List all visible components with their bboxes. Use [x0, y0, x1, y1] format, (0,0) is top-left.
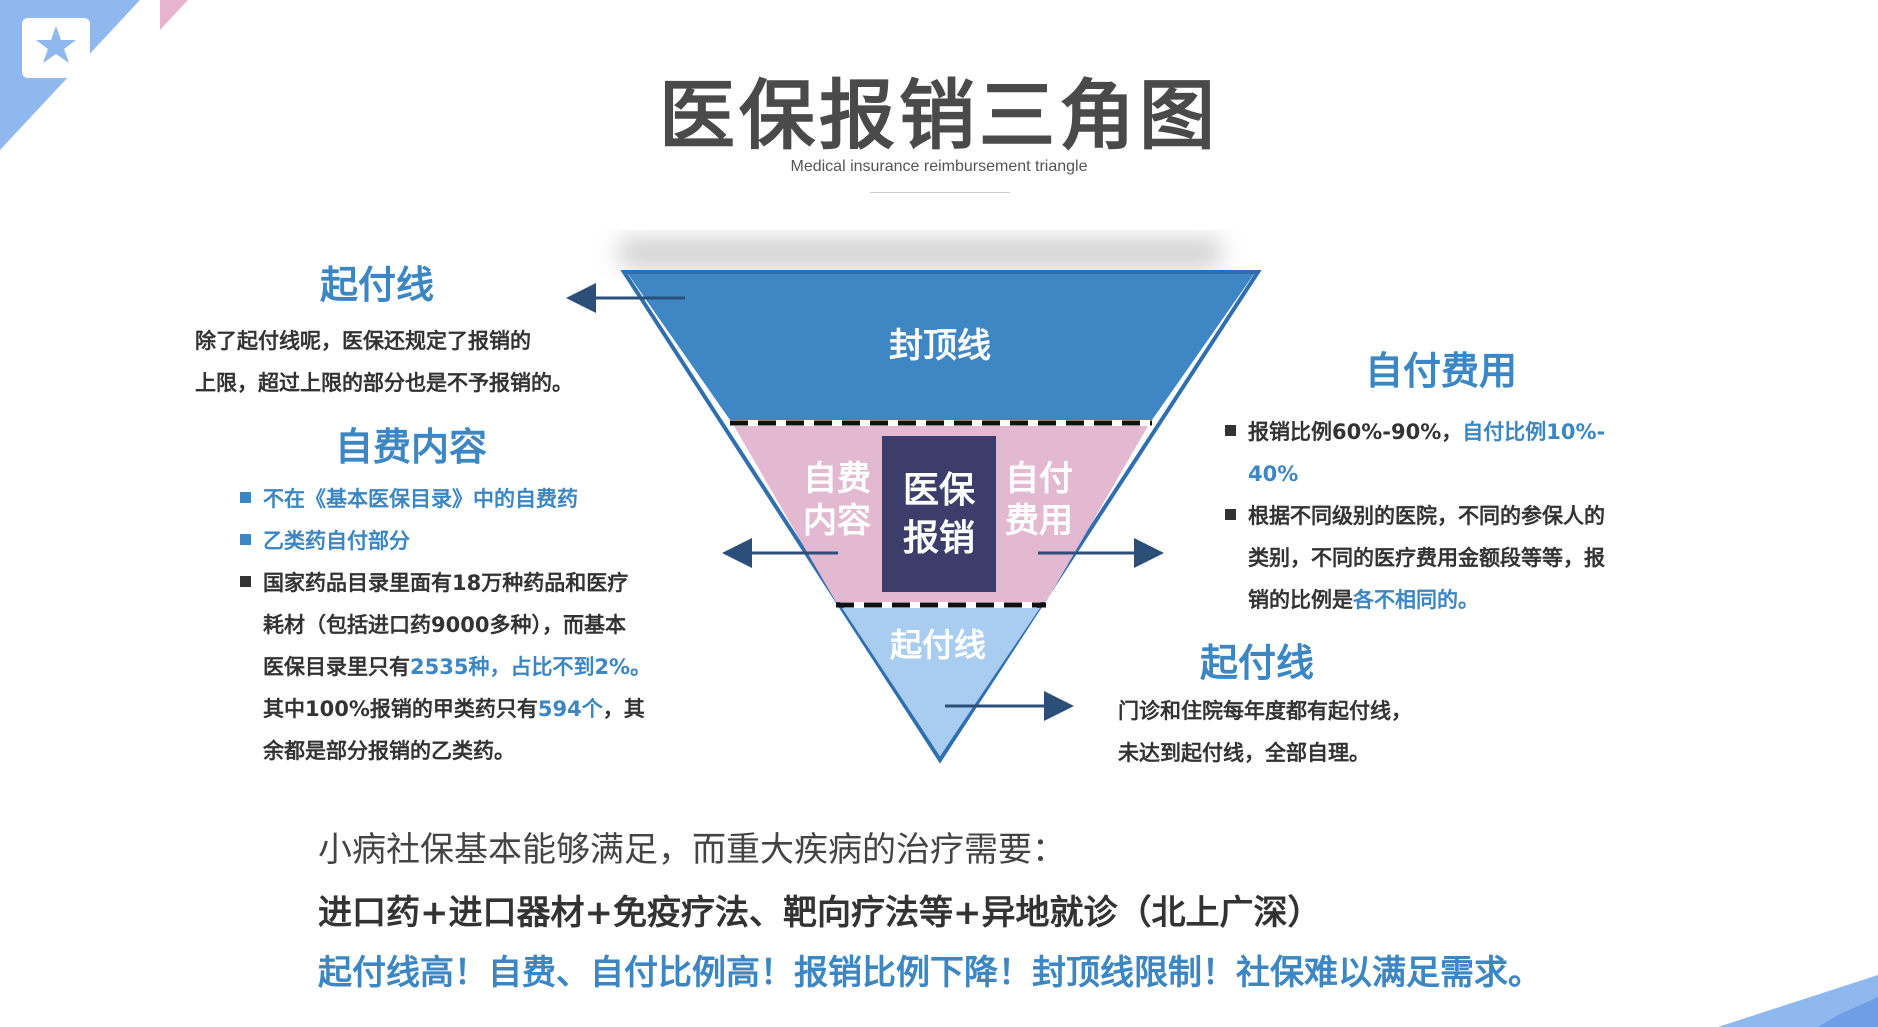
triangle-bottom-band: [842, 608, 1040, 756]
bullet-square-icon: [240, 534, 251, 545]
right-bottom-text-line1: 门诊和住院每年度都有起付线，: [1118, 699, 1412, 723]
triangle-shadow: [620, 238, 1220, 268]
title-divider: [870, 192, 1010, 193]
copay-bullet-2: 根据不同级别的医院，不同的参保人的: [1225, 495, 1605, 537]
deductible-label: 起付线: [890, 626, 986, 664]
copay-bullet-1-line2: 40%: [1248, 462, 1299, 486]
triangle-center-box: [882, 436, 996, 592]
copay-bullet-2-line3: 销的比例是各不相同的。: [1248, 588, 1479, 612]
left-top-text-line1: 除了起付线呢，医保还规定了报销的: [195, 329, 531, 353]
self-pay-bullet-3-line4: 其中100%报销的甲类药只有594个，其: [263, 697, 645, 721]
self-pay-bullet-2: 乙类药自付部分: [240, 520, 410, 562]
left-top-heading: 起付线: [320, 263, 435, 307]
summary-line-1: 小病社保基本能够满足，而重大疾病的治疗需要：: [318, 830, 1066, 870]
page-subtitle: Medical insurance reimbursement triangle: [790, 158, 1088, 175]
bullet-square-icon: [1225, 509, 1236, 520]
copay-bullet-2-line2: 类别，不同的医疗费用金额段等等，报: [1248, 546, 1605, 570]
summary-line-2: 进口药+进口器材+免疫疗法、靶向疗法等+异地就诊（北上广深）: [318, 893, 1322, 933]
star-logo-icon: [22, 18, 90, 78]
bullet-square-icon: [240, 576, 251, 587]
self-pay-bullet-3-line3: 医保目录里只有2535种，占比不到2%。: [263, 655, 652, 679]
self-pay-bullet-3: 国家药品目录里面有18万种药品和医疗: [240, 562, 628, 604]
reimbursement-triangle: 封顶线 医保 报销 自费 内容 自付 费用 起付线: [620, 238, 1262, 764]
center-label-line1: 医保: [903, 470, 976, 511]
page-title: 医保报销三角图: [659, 71, 1219, 160]
right-bottom-text-line2: 未达到起付线，全部自理。: [1118, 741, 1370, 765]
corner-decoration-top-left: [0, 0, 188, 150]
center-label-line2: 报销: [903, 518, 975, 559]
ceiling-label: 封顶线: [889, 326, 991, 366]
self-pay-content-label-line2: 内容: [803, 501, 871, 541]
right-bottom-heading: 起付线: [1200, 641, 1315, 685]
bullet-square-icon: [1225, 425, 1236, 436]
left-top-text-line2: 上限，超过上限的部分也是不予报销的。: [195, 371, 573, 395]
self-pay-content-heading: 自费内容: [335, 425, 488, 469]
copay-heading: 自付费用: [1365, 349, 1518, 393]
copay-label-line2: 费用: [1005, 501, 1073, 541]
self-pay-content-label-line1: 自费: [803, 459, 871, 499]
self-pay-bullet-1: 不在《基本医保目录》中的自费药: [240, 478, 578, 520]
copay-bullet-1: 报销比例60%-90%，自付比例10%-: [1225, 411, 1605, 453]
bullet-square-icon: [240, 492, 251, 503]
triangle-top-band: [628, 274, 1254, 420]
copay-label-line1: 自付: [1005, 459, 1073, 499]
summary-line-3: 起付线高！自费、自付比例高！报销比例下降！封顶线限制！社保难以满足需求。: [318, 953, 1542, 993]
self-pay-bullet-3-line2: 耗材（包括进口药9000多种），而基本: [263, 613, 626, 637]
self-pay-bullet-3-line5: 余都是部分报销的乙类药。: [263, 739, 515, 763]
corner-decoration-bottom-right: [1718, 975, 1878, 1027]
